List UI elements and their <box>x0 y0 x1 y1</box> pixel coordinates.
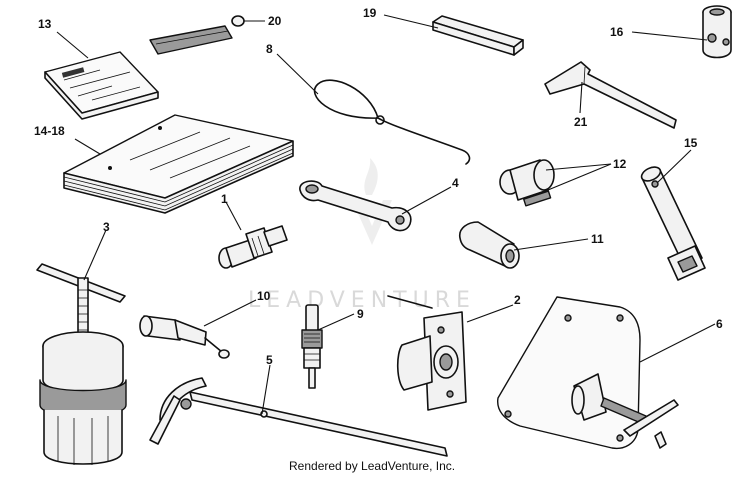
part-19-bar <box>432 15 524 56</box>
part-4-spanner <box>299 180 412 232</box>
callout-label: 11 <box>591 232 604 246</box>
callout-label: 21 <box>574 115 588 129</box>
callout-label: 8 <box>266 42 273 56</box>
callout-labels: 13 20 19 16 8 21 14-18 12 15 4 1 11 3 10… <box>34 6 723 367</box>
callout-label: 4 <box>452 176 459 190</box>
callout-label: 14-18 <box>34 124 65 138</box>
part-5-rod <box>149 377 448 457</box>
callout-label: 13 <box>38 17 52 31</box>
callout-label: 3 <box>103 220 110 234</box>
part-14-18-manuals <box>63 114 294 214</box>
part-15-box-wrench <box>640 166 706 281</box>
callout-label: 15 <box>684 136 698 150</box>
callout-label: 10 <box>257 289 271 303</box>
part-12-coupling <box>499 159 555 207</box>
part-21-hex-key <box>544 61 677 129</box>
leader-lines <box>56 14 716 415</box>
callout-label: 2 <box>514 293 521 307</box>
callout-label: 12 <box>613 157 627 171</box>
part-2-gauge-plate <box>387 295 467 411</box>
part-11-sleeve <box>458 221 520 269</box>
callout-label: 20 <box>268 14 282 28</box>
part-6-plate <box>497 296 679 450</box>
callout-label: 6 <box>716 317 723 331</box>
part-1-adapter <box>218 225 288 269</box>
part-16-socket <box>702 5 732 59</box>
footer-credit: Rendered by LeadVenture, Inc. <box>289 459 455 473</box>
callout-label: 1 <box>221 192 228 206</box>
part-3-puller <box>36 263 127 465</box>
callout-label: 9 <box>357 307 364 321</box>
part-8-wire-loop <box>313 79 471 165</box>
part-13-manual <box>44 51 159 120</box>
part-20-key-holder <box>149 15 245 55</box>
callout-label: 19 <box>363 6 377 20</box>
part-10-tester <box>139 315 230 359</box>
callout-label: 5 <box>266 353 273 367</box>
watermark-text: LEADVENTURE <box>248 288 476 313</box>
part-9-spark-plug <box>301 304 323 389</box>
callout-label: 16 <box>610 25 624 39</box>
